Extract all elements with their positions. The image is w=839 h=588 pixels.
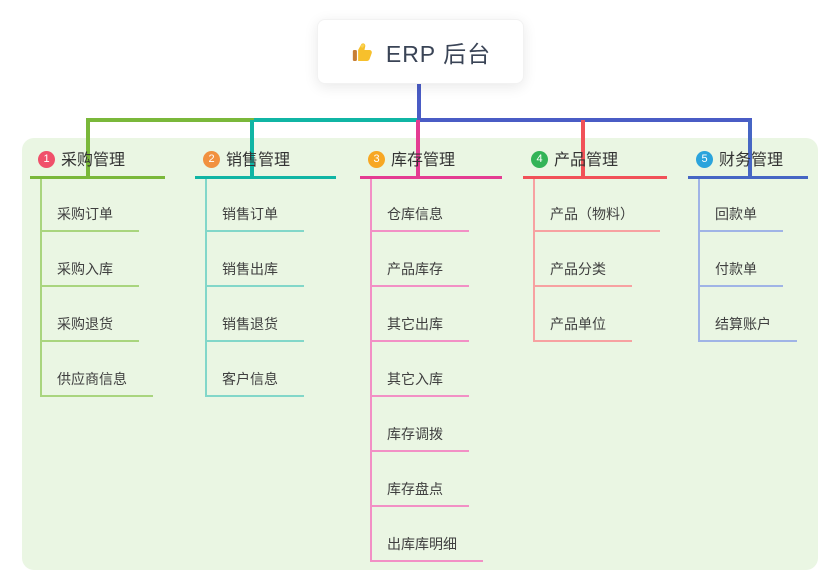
branch-1-underline bbox=[30, 176, 165, 179]
child-node[interactable]: 结算账户 bbox=[698, 316, 797, 342]
child-node[interactable]: 客户信息 bbox=[205, 371, 304, 397]
root-node[interactable]: ERP 后台 bbox=[317, 19, 524, 84]
child-node[interactable]: 库存盘点 bbox=[370, 481, 469, 507]
child-node[interactable]: 销售出库 bbox=[205, 261, 304, 287]
branch-4-child-spine bbox=[533, 179, 535, 342]
child-node[interactable]: 仓库信息 bbox=[370, 206, 469, 232]
branch-1-child-spine bbox=[40, 179, 42, 397]
connector-branch-drop-3 bbox=[416, 120, 420, 177]
child-node[interactable]: 采购订单 bbox=[40, 206, 139, 232]
branch-number-badge: 3 bbox=[368, 151, 385, 168]
branch-number-badge: 1 bbox=[38, 151, 55, 168]
child-node[interactable]: 产品（物料） bbox=[533, 206, 660, 232]
child-node[interactable]: 采购入库 bbox=[40, 261, 139, 287]
branch-header-4[interactable]: 产品管理 bbox=[554, 152, 619, 169]
branch-header-2[interactable]: 销售管理 bbox=[226, 152, 291, 169]
branch-number-badge: 5 bbox=[696, 151, 713, 168]
branches-panel bbox=[22, 138, 818, 570]
connector-trunk-segment-2 bbox=[254, 118, 417, 122]
child-node[interactable]: 销售退货 bbox=[205, 316, 304, 342]
root-label: ERP 后台 bbox=[385, 40, 492, 67]
child-node[interactable]: 销售订单 bbox=[205, 206, 304, 232]
branch-number-badge: 2 bbox=[203, 151, 220, 168]
branch-4-underline bbox=[523, 176, 667, 179]
child-node[interactable]: 产品库存 bbox=[370, 261, 469, 287]
child-node[interactable]: 产品单位 bbox=[533, 316, 632, 342]
child-node[interactable]: 回款单 bbox=[698, 206, 783, 232]
child-node[interactable]: 库存调拨 bbox=[370, 426, 469, 452]
branch-3-child-spine bbox=[370, 179, 372, 562]
child-node[interactable]: 采购退货 bbox=[40, 316, 139, 342]
connector-branch-drop-5 bbox=[748, 120, 752, 177]
branch-5-underline bbox=[688, 176, 808, 179]
connector-root-vertical bbox=[417, 82, 421, 122]
connector-branch-drop-2 bbox=[250, 120, 254, 177]
branch-header-5[interactable]: 财务管理 bbox=[719, 152, 784, 169]
branch-5-child-spine bbox=[698, 179, 700, 342]
child-node[interactable]: 付款单 bbox=[698, 261, 783, 287]
connector-branch-drop-1 bbox=[86, 120, 90, 177]
branch-header-1[interactable]: 采购管理 bbox=[61, 152, 126, 169]
connector-trunk-segment-1 bbox=[86, 118, 254, 122]
child-node[interactable]: 其它出库 bbox=[370, 316, 469, 342]
branch-number-badge: 4 bbox=[531, 151, 548, 168]
child-node[interactable]: 供应商信息 bbox=[40, 371, 153, 397]
child-node[interactable]: 出库库明细 bbox=[370, 536, 483, 562]
branch-2-child-spine bbox=[205, 179, 207, 397]
branch-2-underline bbox=[195, 176, 336, 179]
child-node[interactable]: 产品分类 bbox=[533, 261, 632, 287]
child-node[interactable]: 其它入库 bbox=[370, 371, 469, 397]
branch-3-underline bbox=[360, 176, 502, 179]
connector-branch-drop-4 bbox=[581, 120, 585, 177]
thumbs-up-icon bbox=[352, 42, 372, 61]
branch-header-3[interactable]: 库存管理 bbox=[391, 152, 456, 169]
